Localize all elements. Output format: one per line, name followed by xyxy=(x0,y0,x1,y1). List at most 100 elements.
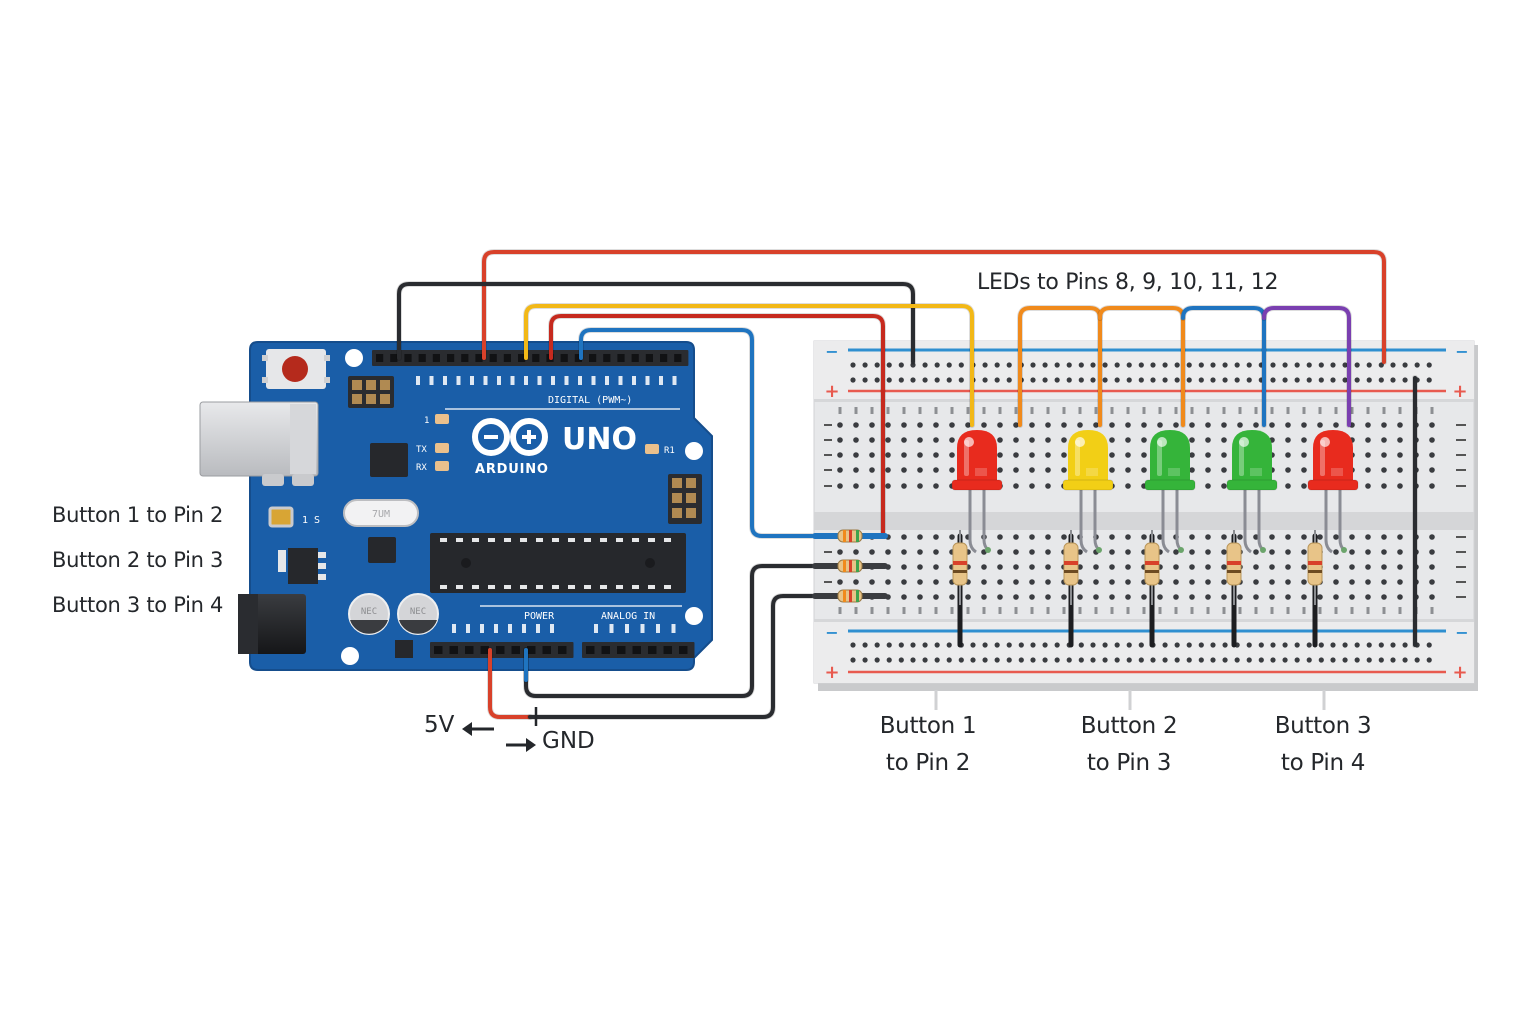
terminal-hole xyxy=(901,422,907,428)
rail-hole xyxy=(1006,642,1012,648)
rail-hole xyxy=(1426,377,1432,383)
terminal-hole xyxy=(837,422,843,428)
rail-hole xyxy=(1246,642,1252,648)
header-socket xyxy=(532,354,540,362)
led-highlight xyxy=(1239,440,1244,476)
header-socket xyxy=(390,354,398,362)
pin-label-mark xyxy=(625,624,629,633)
header-socket xyxy=(432,354,440,362)
rail-hole xyxy=(946,657,952,663)
column-number-mark xyxy=(1062,607,1066,614)
terminal-hole xyxy=(1077,579,1083,585)
resistor-band xyxy=(843,560,846,572)
leds xyxy=(951,430,1359,554)
terminal-hole xyxy=(1029,483,1035,489)
chip-pin xyxy=(568,585,575,589)
rail-hole xyxy=(898,642,904,648)
board-model: UNO xyxy=(562,422,637,457)
pin-label-mark xyxy=(672,376,677,385)
pin-label-mark xyxy=(510,376,515,385)
mounting-hole xyxy=(341,647,359,665)
terminal-hole xyxy=(1125,594,1131,600)
pin-label-mark xyxy=(605,376,609,385)
terminal-hole xyxy=(1029,594,1035,600)
rail-hole xyxy=(1306,657,1312,663)
terminal-hole xyxy=(1061,437,1067,443)
terminal-hole xyxy=(1045,549,1051,555)
reset-button[interactable] xyxy=(262,349,330,389)
column-number-mark xyxy=(1126,607,1130,614)
rail-plus-symbol: + xyxy=(824,662,839,683)
resistor-band xyxy=(1145,561,1159,565)
terminal-hole xyxy=(1109,549,1115,555)
header-socket xyxy=(511,646,520,654)
terminal-hole xyxy=(1109,534,1115,540)
column-number-mark xyxy=(1302,407,1306,414)
rail-hole xyxy=(1042,377,1048,383)
terminal-hole xyxy=(1285,483,1291,489)
rail-hole xyxy=(994,377,1000,383)
rail-hole xyxy=(1186,362,1192,368)
terminal-hole xyxy=(1013,483,1019,489)
terminal-hole xyxy=(1429,483,1435,489)
digital-pin-header[interactable] xyxy=(372,350,689,366)
column-number-mark xyxy=(1046,407,1050,414)
terminal-hole xyxy=(1365,452,1371,458)
board-smd-leds: 1 TX RX R1 xyxy=(416,414,675,473)
terminal-hole xyxy=(949,452,955,458)
rail-hole xyxy=(1294,377,1300,383)
rail-hole xyxy=(886,377,892,383)
terminal-hole xyxy=(997,467,1003,473)
led-glint xyxy=(1157,437,1167,447)
chip-pin xyxy=(568,538,575,542)
terminal-hole xyxy=(1013,467,1019,473)
terminal-hole xyxy=(1125,422,1131,428)
terminal-hole xyxy=(853,549,859,555)
chip-pin xyxy=(488,538,495,542)
terminal-hole xyxy=(1109,564,1115,570)
led-highlight xyxy=(1320,440,1325,476)
resistor-band xyxy=(843,590,846,602)
column-number-mark xyxy=(966,407,970,414)
terminal-hole xyxy=(1253,534,1259,540)
voltage-regulator xyxy=(278,548,326,584)
led-rim xyxy=(951,479,1003,491)
analog-pin-header[interactable] xyxy=(582,642,695,658)
rail-hole xyxy=(1018,657,1024,663)
pin-label-mark xyxy=(536,624,540,633)
terminal-hole xyxy=(997,452,1003,458)
terminal-hole xyxy=(853,579,859,585)
terminal-hole xyxy=(1189,564,1195,570)
rail-hole xyxy=(1042,657,1048,663)
terminal-hole xyxy=(1029,564,1035,570)
column-number-mark xyxy=(950,407,954,414)
terminal-hole xyxy=(1429,452,1435,458)
led-red-pin-12 xyxy=(1307,430,1359,554)
terminal-hole xyxy=(917,483,923,489)
resistor-band xyxy=(856,560,859,572)
resistor-band xyxy=(849,590,852,602)
terminal-hole xyxy=(1381,483,1387,489)
pin-label-mark xyxy=(551,376,555,385)
rail-hole xyxy=(1270,642,1276,648)
column-number-mark xyxy=(1334,407,1338,414)
terminal-hole xyxy=(1029,437,1035,443)
rail-hole xyxy=(922,362,928,368)
terminal-hole xyxy=(1173,579,1179,585)
rail-hole xyxy=(1114,642,1120,648)
terminal-hole xyxy=(1317,594,1323,600)
terminal-hole xyxy=(1301,422,1307,428)
power-pin-header[interactable] xyxy=(430,642,574,658)
terminal-hole xyxy=(1013,594,1019,600)
icsp-pin xyxy=(352,380,362,390)
board-brand: ARDUINO xyxy=(475,462,549,477)
wire-red-button-1 xyxy=(549,314,885,538)
terminal-hole xyxy=(1221,549,1227,555)
terminal-hole xyxy=(1077,594,1083,600)
rail-hole xyxy=(1198,657,1204,663)
terminal-hole xyxy=(997,534,1003,540)
column-number-mark xyxy=(1046,607,1050,614)
left-label-button-3: Button 3 to Pin 4 xyxy=(52,593,224,617)
rail-hole xyxy=(1294,362,1300,368)
terminal-hole xyxy=(1221,579,1227,585)
